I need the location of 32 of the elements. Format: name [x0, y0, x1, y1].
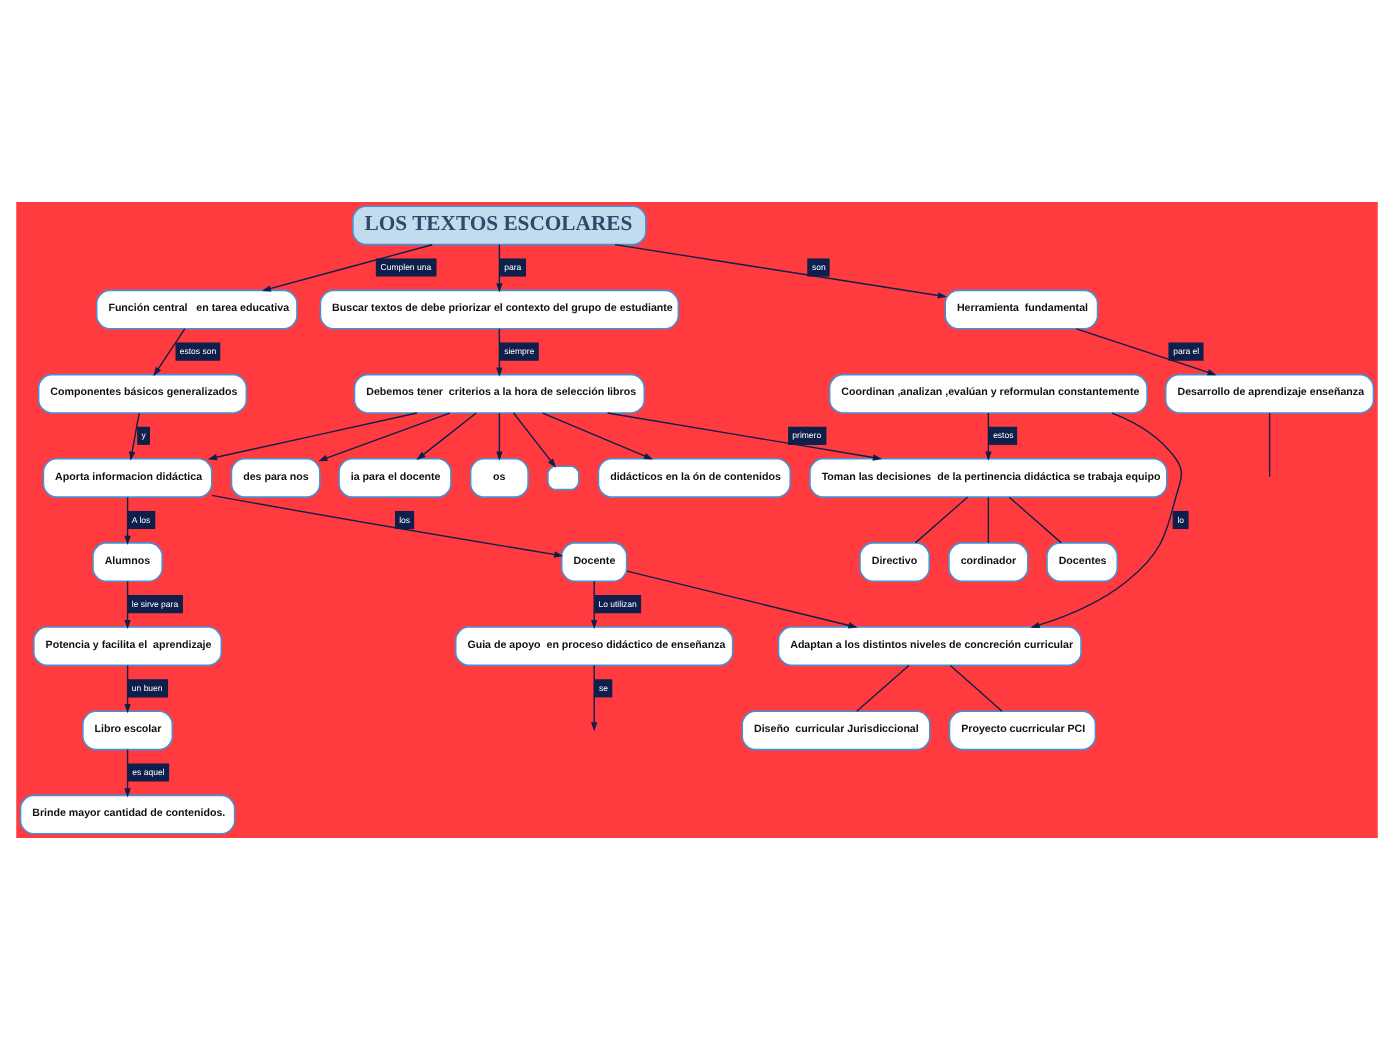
- arrow: [261, 244, 433, 292]
- arrow: [496, 328, 503, 377]
- connector: [1268, 412, 1271, 478]
- arrow: [541, 412, 654, 460]
- connector: [856, 664, 910, 712]
- arrow: [591, 580, 598, 630]
- arrow: [124, 496, 131, 545]
- arrow: [496, 412, 503, 461]
- arrow: [207, 412, 418, 461]
- node-box: [547, 465, 580, 491]
- connector: [949, 664, 1003, 712]
- arrow: [318, 412, 451, 462]
- arrow: [124, 664, 131, 714]
- connector: [1008, 496, 1063, 544]
- arrow: [416, 412, 477, 460]
- node-box: LOS TEXTOS ESCOLARES: [352, 205, 647, 246]
- arrow: [129, 412, 140, 461]
- arrow: [985, 412, 992, 461]
- arrow: [626, 570, 858, 629]
- arrow: [124, 748, 131, 798]
- arrow: [211, 494, 564, 558]
- arrow: [153, 328, 186, 377]
- arrow: [512, 412, 557, 468]
- arrow: [606, 412, 883, 461]
- arrow: [591, 664, 598, 732]
- arrow: [124, 580, 131, 630]
- connector: [914, 496, 969, 544]
- arrow: [614, 243, 947, 299]
- arrow: [496, 244, 503, 293]
- arrow: [1075, 328, 1217, 376]
- arrow: [1030, 412, 1183, 629]
- connector: [987, 496, 990, 544]
